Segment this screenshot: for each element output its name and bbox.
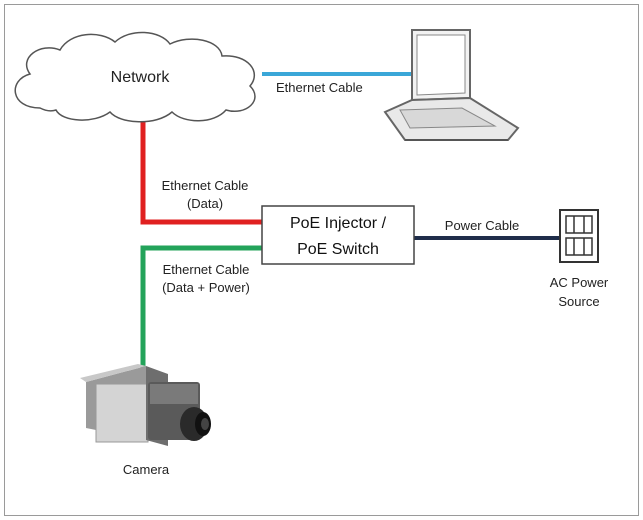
ethernet-cable-data-label-line1: Ethernet Cable xyxy=(162,178,249,193)
data-ethernet-cable xyxy=(140,112,262,225)
ac-power-label-line2: Source xyxy=(558,294,599,309)
ethernet-cable-dp-label-line1: Ethernet Cable xyxy=(163,262,250,277)
ethernet-cable-top-label: Ethernet Cable xyxy=(276,80,363,95)
camera-icon xyxy=(80,364,211,446)
poe-injector-box xyxy=(261,205,415,265)
outlet-icon xyxy=(559,209,599,263)
cloud-icon xyxy=(14,31,256,123)
poe-ethernet-cable xyxy=(140,245,262,370)
ac-power-label-line1: AC Power xyxy=(550,275,609,290)
ethernet-cable-data-label-line2: (Data) xyxy=(187,196,223,211)
poe-label-line2: PoE Switch xyxy=(297,241,379,258)
poe-label-line1: PoE Injector / xyxy=(290,215,387,232)
ethernet-cable-dp-label-line2: (Data + Power) xyxy=(162,280,250,295)
laptop-icon xyxy=(383,29,520,141)
camera-label: Camera xyxy=(123,462,170,477)
network-label: Network xyxy=(111,69,171,86)
power-cable-label: Power Cable xyxy=(445,218,519,233)
